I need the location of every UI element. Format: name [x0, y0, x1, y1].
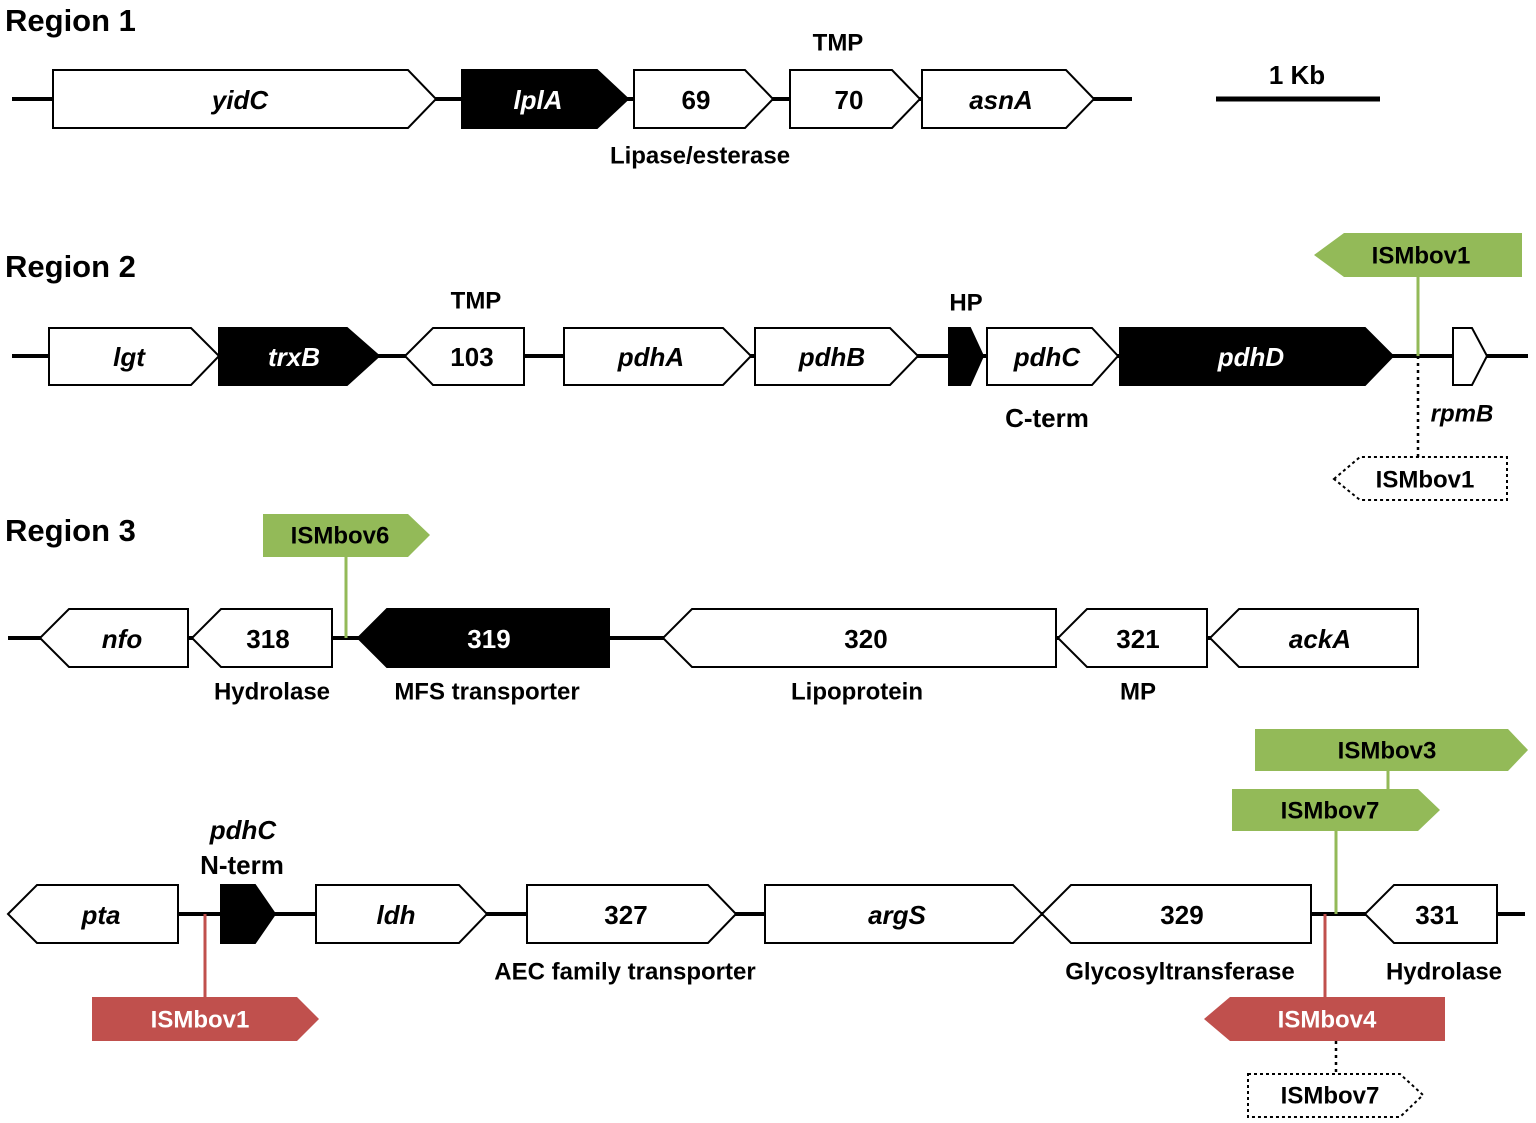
gene-arrow-321: [1056, 608, 1208, 668]
gene-arrow-pdhD: [1119, 327, 1395, 386]
gene-arrow-argS: [764, 884, 1044, 944]
absent-insertion-arrow-ISMbov7: [1247, 1073, 1425, 1118]
insertion-arrow-ISMbov1: [92, 997, 319, 1041]
gene-arrow-lplA: [461, 69, 630, 129]
gene-label-ackA: ackA: [1289, 624, 1351, 654]
gene-label-pdhA: pdhA: [617, 342, 684, 372]
insertion-label-ISMbov1: ISMbov1: [1372, 243, 1471, 270]
gene-label-103: 103: [450, 342, 493, 372]
gene-label-argS: argS: [868, 900, 926, 930]
gene-arrow-pdhC-n-term: [220, 884, 277, 944]
gene-arrow-pta: [6, 884, 179, 944]
annotation-lipoprotein: Lipoprotein: [791, 679, 923, 706]
gene-label-nfo: nfo: [102, 624, 143, 654]
gene-label-yidC: yidC: [210, 85, 270, 115]
gene-arrow-pdhA: [563, 327, 753, 386]
region-3-title: Region 3: [5, 513, 136, 548]
region-2-title: Region 2: [5, 249, 136, 284]
annotation-rpmB: rpmB: [1431, 401, 1494, 428]
gene-label-320: 320: [844, 624, 887, 654]
annotation-hydrolase: Hydrolase: [1386, 959, 1502, 986]
gene-label-pdhD: pdhD: [1217, 342, 1285, 372]
gene-label-trxB: trxB: [268, 342, 320, 372]
gene-arrow-331: [1363, 884, 1498, 944]
gene-label-69: 69: [682, 85, 711, 115]
gene-label-329: 329: [1160, 900, 1203, 930]
gene-label-321: 321: [1116, 624, 1159, 654]
insertion-arrow-ISMbov4: [1204, 997, 1445, 1041]
insertion-arrow-ISMbov7: [1232, 789, 1440, 831]
annotation-mfs-transporter: MFS transporter: [394, 679, 579, 706]
insertion-label-ISMbov6: ISMbov6: [291, 523, 390, 550]
gene-arrow-318: [190, 608, 333, 668]
insertion-label-ISMbov3: ISMbov3: [1338, 738, 1437, 765]
gene-label-319: 319: [467, 624, 510, 654]
gene-arrow-69: [633, 69, 775, 129]
gene-label-318: 318: [246, 624, 289, 654]
gene-arrow-70: [789, 69, 922, 129]
gene-label-pdhC: pdhC: [1013, 342, 1082, 372]
absent-insertion-label-ISMbov1: ISMbov1: [1376, 467, 1475, 494]
insertion-label-ISMbov1: ISMbov1: [151, 1007, 250, 1034]
region-3: Region 3 nfo 318 319 320 321 ackA Hydrol…: [5, 513, 1419, 706]
insertion-label-ISMbov7: ISMbov7: [1281, 798, 1380, 825]
gene-label-lgt: lgt: [113, 342, 146, 372]
annotation-aec-family-transporter: AEC family transporter: [494, 959, 755, 986]
gene-arrow-pdhC: [986, 327, 1120, 386]
absent-insertion-label-ISMbov7: ISMbov7: [1281, 1083, 1380, 1110]
insertion-arrow-ISMbov3: [1255, 729, 1528, 771]
gene-arrow-hp: [948, 327, 985, 386]
gene-arrow-trxB: [218, 327, 381, 386]
gene-arrow-319: [356, 608, 610, 668]
gene-label-70: 70: [835, 85, 864, 115]
annotation-glycosyltransferase: Glycosyltransferase: [1065, 959, 1294, 986]
gene-arrow-320: [661, 608, 1057, 668]
insertion-arrow-ISMbov1: [1314, 233, 1522, 277]
gene-arrow-yidC: [52, 69, 438, 129]
annotation-c-term: C-term: [1005, 403, 1089, 433]
annotation-hydrolase: Hydrolase: [214, 679, 330, 706]
absent-insertion-arrow-ISMbov1: [1332, 456, 1508, 501]
gene-label-lplA: lplA: [513, 85, 562, 115]
gene-label-pta: pta: [81, 900, 121, 930]
annotation-tmp: TMP: [451, 288, 502, 315]
gene-label-pdhB: pdhB: [798, 342, 865, 372]
gene-arrow-327: [526, 884, 738, 944]
gene-arrow-lgt: [48, 327, 221, 386]
annotation-tmp: TMP: [813, 30, 864, 57]
insertion-arrow-ISMbov6: [263, 514, 430, 557]
gene-arrow-ackA: [1208, 608, 1419, 668]
region-1: Region 1 yidC lplA 69 70 asnA TMP Lipase…: [5, 3, 1380, 170]
gene-label-327: 327: [604, 900, 647, 930]
gene-arrow-329: [1040, 884, 1312, 944]
gene-arrow-asnA: [921, 69, 1096, 129]
gene-arrow-103: [403, 327, 525, 386]
region-1-title: Region 1: [5, 3, 136, 38]
gene-label-asnA: asnA: [969, 85, 1033, 115]
scale-bar-label: 1 Kb: [1269, 60, 1325, 90]
annotation-n-term: N-term: [200, 850, 284, 880]
gene-label-331: 331: [1415, 900, 1458, 930]
gene-label-ldh: ldh: [377, 900, 416, 930]
insertion-label-ISMbov4: ISMbov4: [1278, 1007, 1377, 1034]
annotation-hp: HP: [949, 290, 982, 317]
annotation-pdhC: pdhC: [209, 815, 278, 845]
gene-arrow-nfo: [38, 608, 189, 668]
lower-panel: pta ldh 327 argS 329 331 pdhC N-term AEC…: [6, 729, 1528, 1118]
annotation-mp: MP: [1120, 679, 1156, 706]
gene-arrow-pdhB: [754, 327, 920, 386]
region-2: Region 2 lgt trxB 103 pdhA pdhB pdhC pdh…: [5, 233, 1528, 501]
gene-arrow-ldh: [315, 884, 489, 944]
gene-arrow-rpmB: [1452, 327, 1489, 386]
annotation-lipase-esterase: Lipase/esterase: [610, 143, 790, 170]
